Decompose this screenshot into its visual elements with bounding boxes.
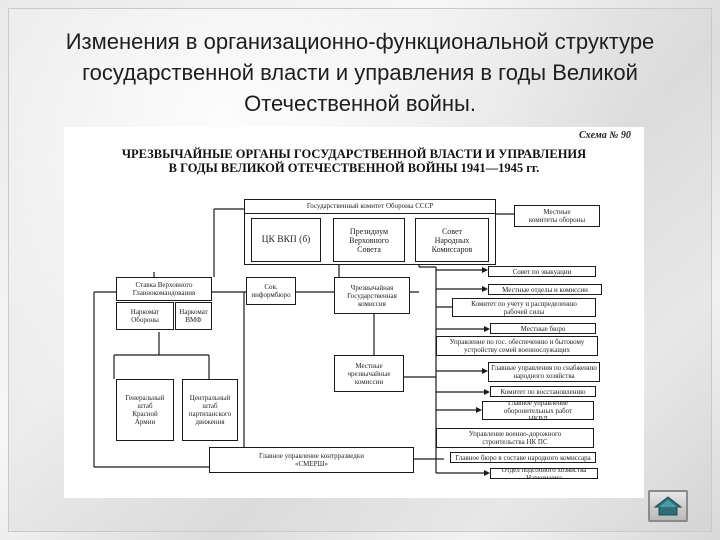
scheme-number: Схема № 90 (579, 130, 631, 141)
right-item-evacuation: Совет по эвакуации (488, 266, 596, 277)
general-staff-box: Генеральный штаб Красной Армии (116, 379, 174, 441)
presidium-box: Президиум Верховного Совета (333, 218, 405, 262)
home-icon (653, 496, 683, 516)
right-item-labor-committee: Комитет по учету и распределению рабочей… (452, 298, 596, 317)
extraordinary-commission-box: Чрезвычайная Государственная комиссия (334, 277, 410, 314)
narkom-vmf-box: Наркомат ВМФ (175, 302, 212, 330)
right-item-restoration: Комитет по восстановлению (490, 386, 596, 397)
gko-box: Государственный комитет Обороны СССР ЦК … (244, 199, 496, 265)
sovnarkom-box: Совет Народных Комиссаров (415, 218, 489, 262)
right-item-family-support: Управление по гос. обеспечению и бытовом… (436, 336, 598, 356)
narkom-oborony-box: Наркомат Обороны (116, 302, 174, 330)
right-item-local-departments: Местные отделы и комиссии (488, 284, 602, 295)
right-item-supply-directorates: Главные управления по снабжению народног… (488, 362, 600, 382)
stavka-box: Ставка Верховного Главнокомандования (116, 277, 212, 301)
gko-label: Государственный комитет Обороны СССР (245, 200, 495, 214)
right-item-main-bureau: Главное бюро в составе народного комисса… (450, 452, 596, 463)
local-extraordinary-commissions-box: Местные чрезвычайные комиссии (334, 355, 404, 392)
right-item-local-bureaus: Местные бюро (490, 323, 596, 334)
right-item-road-construction: Управление военно-дорожного строительств… (436, 428, 594, 448)
ck-vkpb-box: ЦК ВКП (б) (251, 218, 321, 262)
scheme-diagram: Схема № 90 ЧРЕЗВЫЧАЙНЫЕ ОРГАНЫ ГОСУДАРСТ… (64, 127, 644, 498)
home-nav-button[interactable] (648, 490, 688, 522)
right-item-auxiliary-farming: Отдел подсобного хозяйства Наркомзема (490, 468, 598, 479)
scheme-heading: ЧРЕЗВЫЧАЙНЫЕ ОРГАНЫ ГОСУДАРСТВЕННОЙ ВЛАС… (121, 147, 587, 175)
slide-title: Изменения в организационно-функционально… (65, 29, 655, 116)
right-item-defense-works: Главное управление оборонительных работ … (482, 401, 594, 420)
local-defense-committees-box: Местные комитеты обороны (514, 205, 600, 227)
sovinformburo-box: Сов. информбюро (246, 277, 296, 305)
partisan-staff-box: Центральный штаб партизанского движения (182, 379, 238, 441)
smersh-box: Главное управление контрразведки «СМЕРШ» (209, 447, 414, 473)
